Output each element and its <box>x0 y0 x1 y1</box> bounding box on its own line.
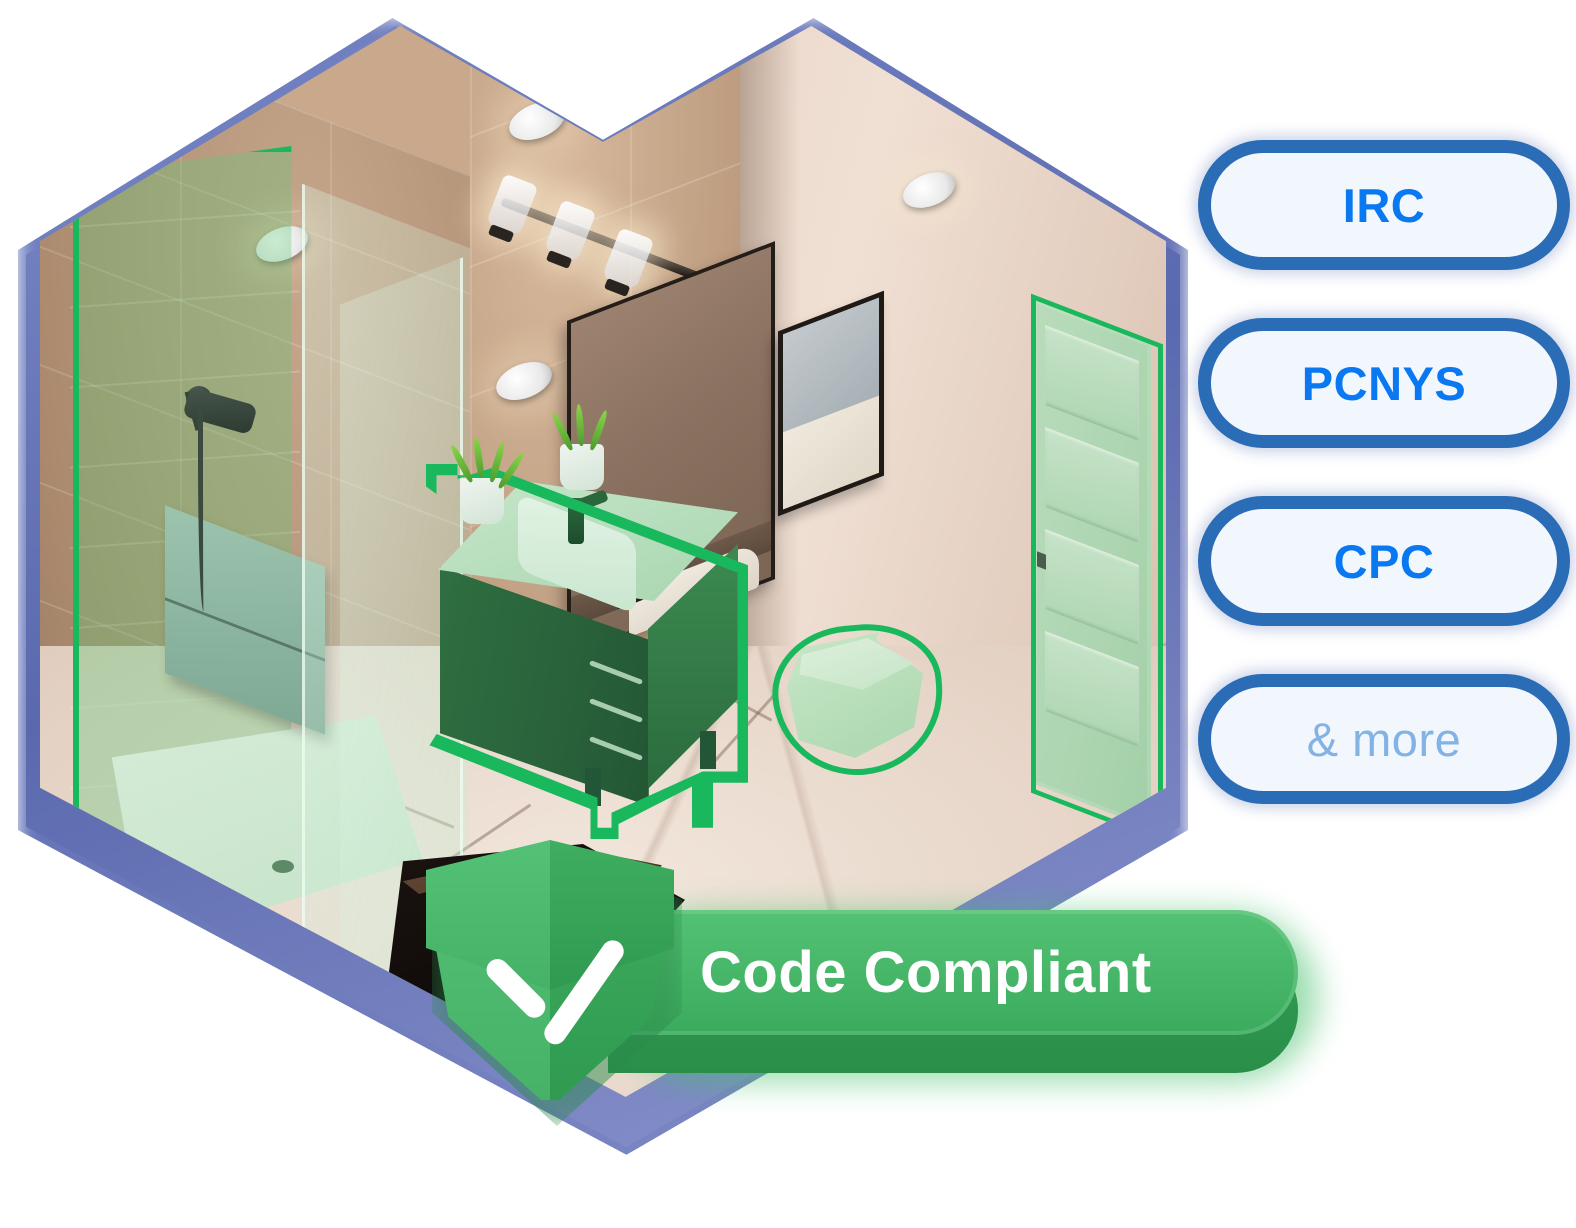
code-pill-cpc[interactable]: CPC <box>1198 496 1570 626</box>
code-pill-pcnys[interactable]: PCNYS <box>1198 318 1570 448</box>
ribbon: Code Compliant <box>608 910 1298 1035</box>
checkmark-icon <box>480 932 629 1049</box>
planter-pot-reflection <box>560 444 604 490</box>
shield-check-icon <box>426 840 674 1108</box>
bathroom-3d-room[interactable] <box>0 0 1210 1200</box>
code-pill-label: & more <box>1306 712 1462 766</box>
code-pill-label: CPC <box>1333 534 1435 588</box>
code-pill-more[interactable]: & more <box>1198 674 1570 804</box>
shower-hose <box>198 406 209 611</box>
code-compliant-label: Code Compliant <box>700 940 1152 1005</box>
code-compliant-badge[interactable]: Code Compliant <box>418 840 1338 1126</box>
code-pill-label: IRC <box>1342 178 1426 232</box>
code-pill-label: PCNYS <box>1301 356 1467 410</box>
door-highlight-outline[interactable] <box>1031 293 1163 844</box>
code-standards-list: IRC PCNYS CPC & more <box>1198 140 1570 852</box>
shower-drain-icon <box>272 860 294 873</box>
checkmark-short-stroke <box>482 954 550 1023</box>
vanity-leg <box>700 731 716 769</box>
code-pill-irc[interactable]: IRC <box>1198 140 1570 270</box>
planter-pot <box>460 478 504 524</box>
